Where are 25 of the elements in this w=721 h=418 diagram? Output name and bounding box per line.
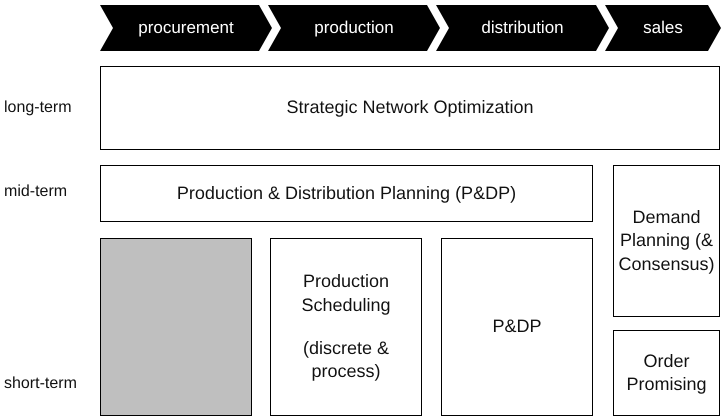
node-text: Demand Planning (& Consensus) bbox=[618, 206, 715, 276]
node-text: Production & Distribution Planning (P&DP) bbox=[176, 182, 516, 205]
planning-box bbox=[100, 165, 593, 222]
planning-box bbox=[613, 165, 720, 317]
node-text: Order Promising bbox=[625, 350, 708, 396]
node-text: (discrete & process) bbox=[302, 337, 390, 384]
chevron-step bbox=[268, 5, 440, 51]
node-text: production bbox=[314, 16, 394, 39]
node-text: Production Scheduling bbox=[300, 270, 392, 317]
empty-box bbox=[100, 238, 252, 416]
planning-box bbox=[441, 238, 593, 416]
chevron-step bbox=[100, 5, 272, 51]
planning-box bbox=[100, 66, 720, 150]
row-label: short-term bbox=[4, 374, 77, 394]
row-label: mid-term bbox=[4, 182, 68, 202]
planning-box bbox=[613, 330, 720, 416]
chevron-step bbox=[436, 5, 609, 51]
row-label: long-term bbox=[4, 98, 72, 118]
chevron-step bbox=[605, 5, 721, 51]
node-text: procurement bbox=[138, 16, 234, 39]
node-text: Strategic Network Optimization bbox=[286, 96, 534, 120]
node-text: distribution bbox=[481, 16, 564, 39]
node-text: P&DP bbox=[492, 315, 542, 338]
planning-box bbox=[270, 238, 422, 416]
node-text: sales bbox=[643, 16, 683, 39]
